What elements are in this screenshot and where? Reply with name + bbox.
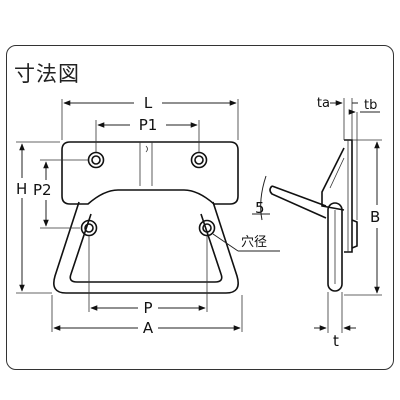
mount-hole-top-left <box>87 151 105 169</box>
side-tab <box>351 219 358 249</box>
label-angle: 5 <box>255 199 265 217</box>
label-hole-diameter: 穴径 <box>241 235 267 250</box>
label-B: B <box>370 208 380 226</box>
dimension-angle: 5 <box>252 175 270 221</box>
handle-bar-inner <box>69 213 223 283</box>
dimension-B: B <box>344 139 382 296</box>
dimension-P: P <box>88 236 208 317</box>
dimension-L: L <box>61 94 239 140</box>
label-H: H <box>16 180 27 198</box>
dimension-t: t <box>314 292 356 350</box>
label-tb: tb <box>364 98 377 113</box>
front-view <box>53 141 280 294</box>
label-L: L <box>144 94 153 112</box>
label-t: t <box>333 332 339 350</box>
label-ta: ta <box>317 96 330 111</box>
side-view <box>269 139 358 292</box>
fold-mark <box>145 145 148 153</box>
side-bracket <box>321 147 345 211</box>
label-P1: P1 <box>139 116 158 134</box>
dimension-tb: tb <box>348 98 380 220</box>
dimension-A: A <box>51 295 243 337</box>
hole-leader <box>212 233 239 252</box>
dimension-ta: ta <box>317 96 358 140</box>
dimension-H: H <box>16 141 60 294</box>
mount-hole-top-right <box>190 151 208 169</box>
label-P2: P2 <box>33 181 52 199</box>
handle-bar-outer <box>53 201 239 294</box>
dimension-P2: P2 <box>33 159 88 229</box>
side-handle-folded <box>269 185 327 219</box>
base-plate <box>61 141 239 205</box>
label-A: A <box>143 319 154 337</box>
drawing-title: 寸法図 <box>14 62 80 86</box>
label-P: P <box>143 299 152 317</box>
dimension-P1: P1 <box>95 116 200 152</box>
pivot-hole-left <box>80 219 98 237</box>
drawing-frame <box>6 45 394 370</box>
side-handle-hanging <box>327 202 343 292</box>
pivot-hole-right <box>198 219 216 237</box>
